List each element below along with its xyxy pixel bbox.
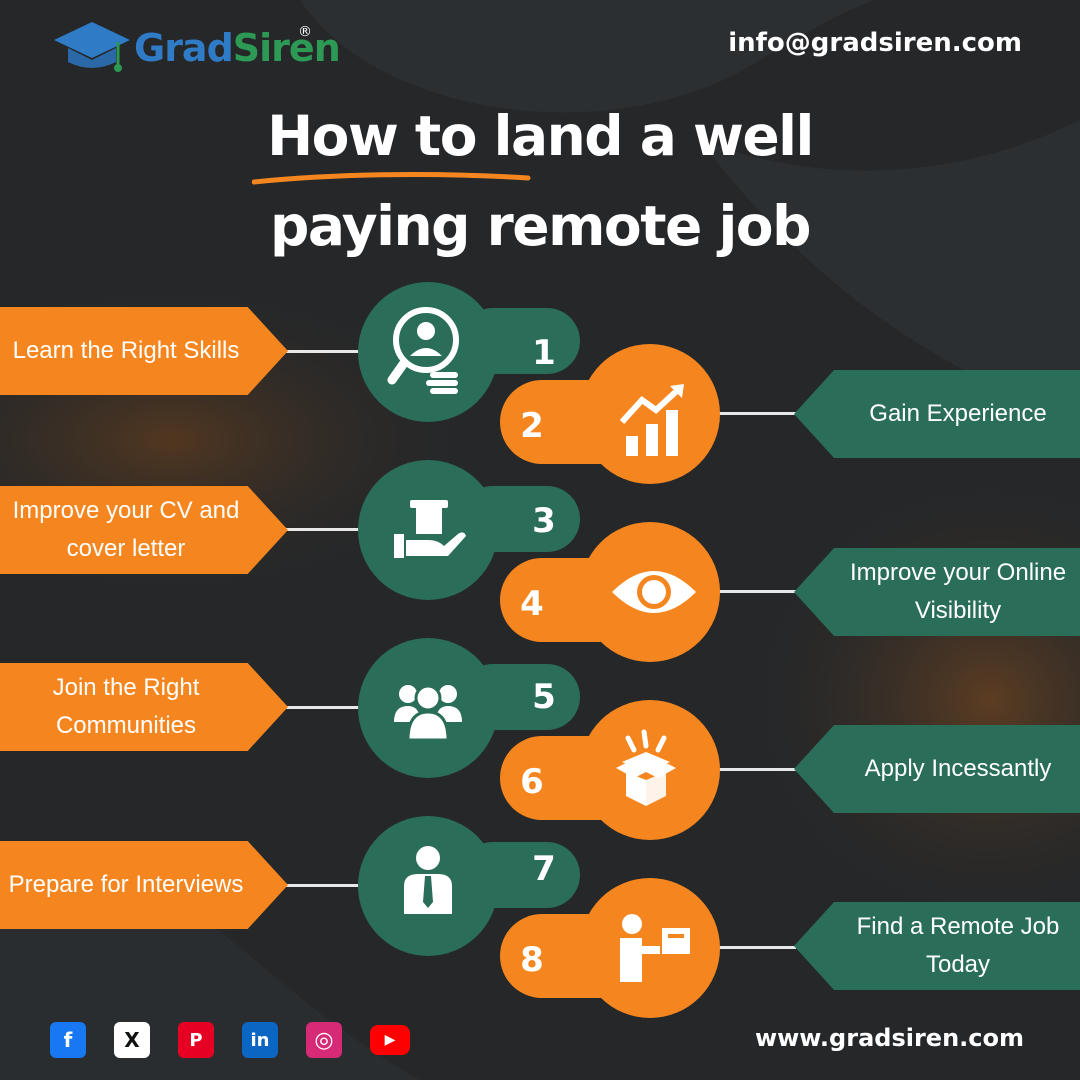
step-5-number: 5 — [532, 677, 556, 717]
hand-receiving-icon — [394, 500, 466, 558]
step-8-number: 8 — [520, 940, 544, 980]
brand-name: GradSiren — [134, 26, 341, 70]
eye-icon — [612, 571, 696, 613]
title-line-1: How to land a well — [267, 104, 814, 168]
open-box-icon — [616, 729, 676, 806]
step-8-bubble: 8 — [500, 878, 720, 1018]
title-underline — [252, 172, 531, 185]
linkedin-icon[interactable]: in — [242, 1022, 278, 1058]
step-3-label: Improve your CV and cover letter — [0, 486, 288, 574]
step-7-bubble: 7 — [358, 816, 580, 956]
registered-mark: ® — [298, 24, 312, 40]
step-1-label: Learn the Right Skills — [0, 307, 288, 395]
connector-2 — [718, 412, 796, 415]
search-person-icon — [387, 307, 459, 394]
step-1-number: 1 — [532, 333, 556, 373]
step-6-bubble: 6 — [500, 700, 720, 840]
step-3-number: 3 — [532, 501, 556, 541]
step-5-label: Join the Right Communities — [0, 663, 288, 751]
instagram-icon[interactable]: ◎ — [306, 1022, 342, 1058]
step-2-bubble: 2 — [500, 344, 720, 484]
website-url[interactable]: www.gradsiren.com — [754, 1024, 1024, 1052]
step-4-number: 4 — [520, 584, 544, 624]
step-2-label: Gain Experience — [794, 370, 1080, 458]
step-7-label: Prepare for Interviews — [0, 841, 288, 929]
step-2-number: 2 — [520, 406, 544, 446]
youtube-icon[interactable]: ▶ — [370, 1025, 410, 1055]
connector-8 — [718, 946, 796, 949]
group-icon — [394, 684, 462, 742]
connector-6 — [718, 768, 796, 771]
businessman-icon — [404, 846, 452, 914]
delivery-person-icon — [620, 914, 690, 982]
brand-name-part2: Siren — [232, 26, 341, 70]
contact-email[interactable]: info@gradsiren.com — [728, 28, 1022, 58]
gradsiren-logo: GradSiren ® — [52, 18, 341, 78]
facebook-icon[interactable]: f — [50, 1022, 86, 1058]
title-line-2: paying remote job — [270, 194, 811, 258]
connector-1 — [286, 350, 362, 353]
pinterest-icon[interactable]: P — [178, 1022, 214, 1058]
x-icon[interactable]: X — [114, 1022, 150, 1058]
connector-7 — [286, 884, 362, 887]
step-5-bubble: 5 — [358, 638, 580, 778]
brand-name-part1: Grad — [134, 26, 234, 70]
connector-4 — [718, 590, 796, 593]
growth-chart-icon — [619, 384, 684, 456]
step-8-label: Find a Remote Job Today — [794, 902, 1080, 990]
step-1-bubble: 1 — [358, 282, 580, 422]
step-4-bubble: 4 — [500, 522, 720, 662]
step-3-bubble: 3 — [358, 460, 580, 600]
connector-5 — [286, 706, 362, 709]
graduation-cap-icon — [54, 22, 130, 72]
connector-3 — [286, 528, 362, 531]
step-6-label: Apply Incessantly — [794, 725, 1080, 813]
step-7-number: 7 — [532, 849, 556, 889]
step-4-label: Improve your Online Visibility — [794, 548, 1080, 636]
step-6-number: 6 — [520, 762, 544, 802]
